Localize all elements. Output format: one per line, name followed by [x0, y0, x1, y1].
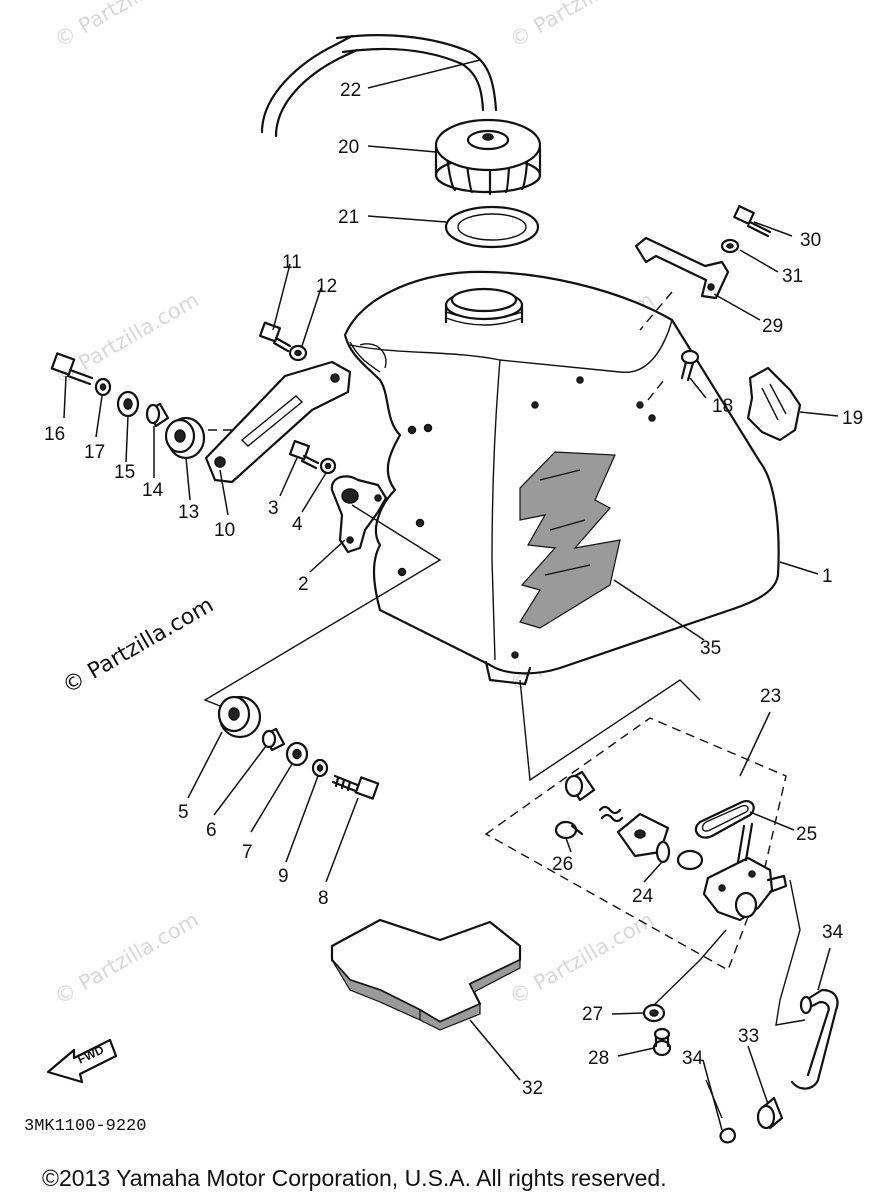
part-spring: [598, 805, 624, 823]
part-29-tank-bracket: [634, 236, 730, 300]
part-21-cap-gasket: [444, 205, 540, 249]
callout-12: 12: [316, 276, 337, 297]
part-33-hose-clip: [756, 1096, 784, 1130]
part-12-washer: [288, 344, 308, 362]
part-fuel-cock-body: [702, 822, 788, 922]
alignment-lines: [203, 291, 701, 782]
callout-8: 8: [318, 888, 329, 909]
callout-2: 2: [298, 574, 309, 595]
part-5-damper: [217, 695, 262, 739]
callout-23: 23: [760, 686, 781, 707]
part-34-fuel-hose: [775, 879, 839, 1090]
forward-direction-arrow: FWD: [46, 1038, 118, 1084]
callout-33: 33: [738, 1026, 759, 1047]
part-26-knob: [554, 770, 596, 840]
leader-lines: [63, 59, 839, 1131]
watermark: © Partzilla.com: [506, 0, 658, 52]
callout-numbers: 22 20 21 30 31 29 18 19 11 12 16 17 15 1…: [44, 80, 863, 1099]
part-20-fuel-cap: [434, 118, 542, 196]
part-16-bolt: [50, 352, 94, 386]
part-13-damper: [164, 416, 206, 460]
callout-19: 19: [842, 408, 863, 429]
callout-18: 18: [712, 396, 733, 417]
callout-35: 35: [700, 638, 721, 659]
part-14-collar: [145, 402, 170, 428]
callout-15: 15: [114, 462, 135, 483]
callout-34-lower: 34: [682, 1048, 704, 1069]
callout-10: 10: [214, 520, 235, 541]
callout-22: 22: [340, 80, 361, 101]
callout-26: 26: [552, 854, 573, 875]
callout-5: 5: [178, 802, 189, 823]
part-3-bolt: [288, 439, 320, 470]
callout-7: 7: [242, 842, 253, 863]
callout-4: 4: [292, 514, 303, 535]
callout-11: 11: [282, 252, 302, 273]
diagram-code: 3MK1100-9220: [24, 1117, 146, 1136]
part-15-washer: [116, 390, 140, 418]
part-32-tank-pad: [330, 918, 522, 1031]
part-7-washer: [285, 741, 309, 767]
callout-9: 9: [278, 866, 289, 887]
watermark: © Partzilla.com: [51, 0, 203, 52]
part-4-washer: [319, 457, 337, 475]
callout-29: 29: [762, 316, 783, 337]
callout-3: 3: [268, 498, 279, 519]
part-2-bracket: [330, 475, 388, 554]
callout-28: 28: [588, 1048, 609, 1069]
part-18-screw: [680, 349, 700, 382]
part-6-collar: [261, 727, 286, 752]
callout-31: 31: [782, 266, 803, 287]
watermark: © Partzilla.com: [506, 908, 658, 1010]
part-27-washer: [642, 1003, 666, 1023]
part-1-fuel-tank: [343, 270, 780, 686]
part-28-screw: [652, 1027, 672, 1057]
watermark: © Partzilla.com: [51, 288, 203, 390]
part-22-vent-hose: [260, 34, 498, 138]
watermark: © Partzilla.com: [51, 908, 203, 1010]
callout-16: 16: [44, 424, 65, 445]
callout-24: 24: [632, 886, 654, 907]
part-11-bolt: [258, 321, 292, 353]
copyright-notice: ©2013 Yamaha Motor Corporation, U.S.A. A…: [42, 1165, 667, 1191]
callout-25: 25: [796, 824, 817, 845]
callout-1: 1: [822, 566, 833, 587]
part-10-stay: [200, 360, 352, 484]
callout-6: 6: [206, 820, 217, 841]
part-31-washer: [720, 238, 740, 254]
callout-14: 14: [142, 480, 164, 501]
part-lever-plate: [616, 812, 670, 858]
part-8-bolt: [331, 774, 380, 800]
part-17-washer: [94, 377, 112, 397]
part-35-tank-decal: [519, 451, 621, 629]
callout-34-upper: 34: [822, 922, 844, 943]
part-24-o-ring: [655, 840, 671, 864]
part-23-fuel-cock-assy-outline: [484, 717, 787, 972]
part-19-plate: [746, 366, 802, 442]
callout-30: 30: [800, 230, 821, 251]
callout-27: 27: [582, 1004, 603, 1025]
part-25-gasket: [694, 800, 755, 839]
callout-17: 17: [84, 442, 105, 463]
callout-13: 13: [178, 502, 199, 523]
part-30-bolt: [733, 205, 772, 238]
callout-32: 32: [522, 1078, 543, 1099]
part-strainer: [676, 849, 704, 871]
callout-20: 20: [338, 137, 359, 158]
part-9-washer: [311, 758, 329, 778]
callout-21: 21: [338, 207, 359, 228]
watermark-dark: © Partzilla.com: [59, 593, 219, 700]
